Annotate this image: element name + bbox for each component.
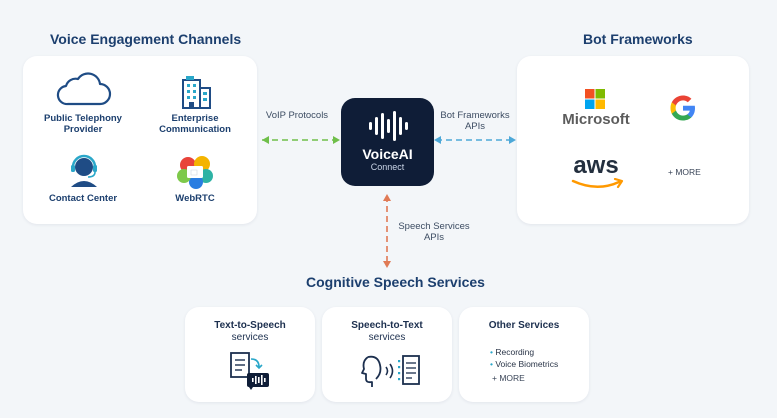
google-logo-icon — [670, 95, 695, 121]
voice-channels-heading: Voice Engagement Channels — [50, 31, 242, 47]
list-item: • Voice Biometrics — [490, 359, 559, 369]
headset-agent-icon — [71, 154, 97, 187]
voip-protocols-label: VoIP Protocols — [265, 110, 329, 121]
speaker-to-document-icon — [361, 355, 420, 387]
tts-title-text: Text-to-Speech — [214, 320, 286, 331]
building-icon — [182, 76, 211, 109]
bot-api-arrow — [434, 136, 516, 144]
voice-channels-panel: Public Telephony Provider Enterprise Com… — [23, 56, 257, 224]
channel-label-enterprise: Enterprise Communication — [159, 113, 231, 135]
cognitive-services-heading: Cognitive Speech Services — [306, 274, 485, 290]
text-to-speech-card: Text-to-Speech services — [185, 307, 315, 402]
channel-label-webrtc: WebRTC — [175, 193, 215, 204]
microsoft-logo-icon — [585, 89, 605, 109]
hub-name: VoiceAI — [362, 146, 413, 162]
other-services-title: Other Services — [488, 320, 560, 331]
aws-smile-icon — [571, 178, 624, 189]
stt-subtitle: services — [368, 332, 406, 343]
webrtc-logo-icon — [177, 156, 213, 189]
other-services-card: Other Services • Recording • Voice Biome… — [459, 307, 589, 402]
tts-subtitle: services — [231, 332, 269, 343]
tts-title: Text-to-Speech services — [185, 320, 315, 344]
bots-more-label: + MORE — [668, 167, 701, 177]
other-services-more: + MORE — [492, 373, 525, 383]
speech-api-arrow — [383, 194, 391, 268]
voip-arrow — [262, 136, 340, 144]
sound-wave-icon — [369, 111, 408, 141]
bot-frameworks-panel: Microsoft aws + MORE — [517, 56, 749, 224]
list-item: • Recording — [490, 347, 535, 357]
stt-title-text: Speech-to-Text — [351, 320, 423, 331]
other-services-list: • Recording • Voice Biometrics — [490, 346, 558, 370]
document-speech-icon — [230, 352, 269, 390]
bot-frameworks-apis-label: Bot Frameworks APIs — [440, 110, 510, 132]
bot-frameworks-heading: Bot Frameworks — [583, 31, 693, 47]
bullet-recording: Recording — [495, 347, 535, 357]
stt-title: Speech-to-Text services — [322, 320, 452, 344]
channel-label-contact-center: Contact Center — [48, 193, 118, 204]
cloud-icon — [56, 72, 112, 106]
aws-label: aws — [573, 152, 619, 179]
speech-services-apis-label: Speech Services APIs — [398, 221, 470, 243]
channel-label-telephony: Public Telephony Provider — [44, 113, 122, 135]
voiceai-connect-hub: VoiceAI Connect — [341, 98, 434, 186]
bullet-voice-biometrics: Voice Biometrics — [495, 359, 559, 369]
speech-to-text-card: Speech-to-Text services — [322, 307, 452, 402]
hub-subname: Connect — [370, 162, 405, 172]
microsoft-label: Microsoft — [562, 111, 630, 128]
